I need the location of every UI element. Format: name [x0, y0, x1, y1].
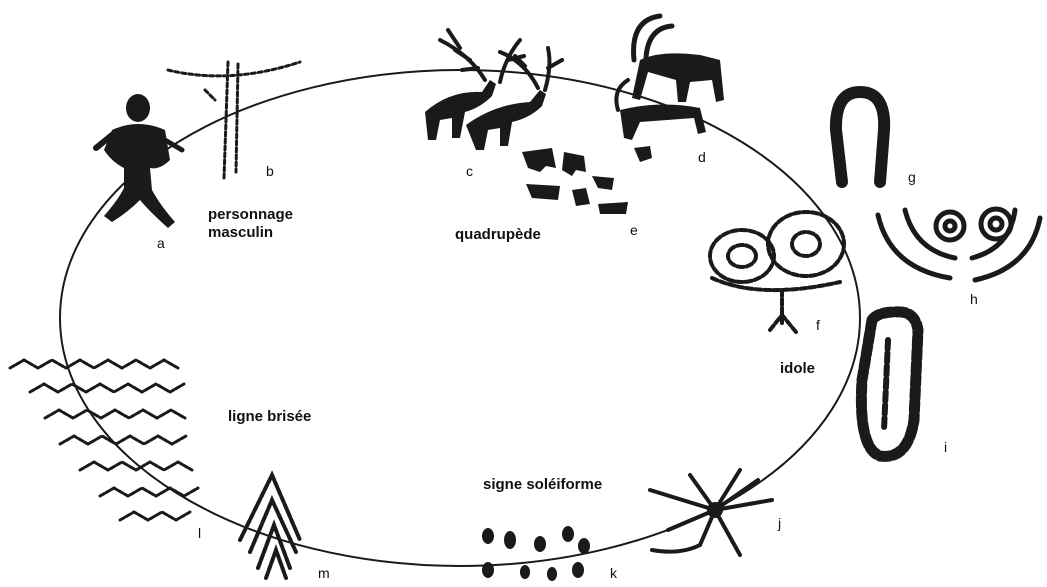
- label-b: b: [266, 164, 274, 178]
- label-k: k: [610, 566, 617, 580]
- label-a: a: [157, 236, 165, 250]
- label-g: g: [908, 170, 916, 184]
- motif-a-male-figure: [96, 94, 182, 228]
- label-l: l: [198, 526, 201, 540]
- motif-k-dots: [482, 526, 590, 581]
- motif-m-chevrons: [240, 475, 300, 578]
- motif-i-dotted-oval: [861, 312, 918, 457]
- motif-d-quadrupeds: [616, 16, 724, 162]
- motif-h-concentric-arcs: [878, 209, 1040, 280]
- category-personnage-line2: masculin: [208, 224, 293, 242]
- motif-c-deer: [425, 30, 562, 150]
- category-personnage-line1: personnage: [208, 206, 293, 224]
- label-e: e: [630, 223, 638, 237]
- label-h: h: [970, 292, 978, 306]
- label-d: d: [698, 150, 706, 164]
- label-i: i: [944, 440, 947, 454]
- motif-b-cross-figure: [168, 62, 300, 178]
- motif-g-horseshoe: [836, 92, 884, 182]
- label-j: j: [778, 516, 781, 530]
- category-quadrupede: quadrupède: [455, 226, 541, 244]
- motif-l-zigzag-lines: [10, 360, 198, 520]
- category-ligne-brisee: ligne brisée: [228, 408, 311, 426]
- category-personnage-masculin: personnage masculin: [208, 206, 293, 242]
- motif-e-small-quadrupeds: [522, 148, 628, 214]
- label-c: c: [466, 164, 473, 178]
- category-signe-soleiforme: signe soléiforme: [483, 476, 602, 494]
- category-idole: idole: [780, 360, 815, 378]
- label-m: m: [318, 566, 330, 580]
- motif-f-idol: [710, 212, 844, 332]
- motif-j-sun-sign: [650, 470, 772, 555]
- label-f: f: [816, 318, 820, 332]
